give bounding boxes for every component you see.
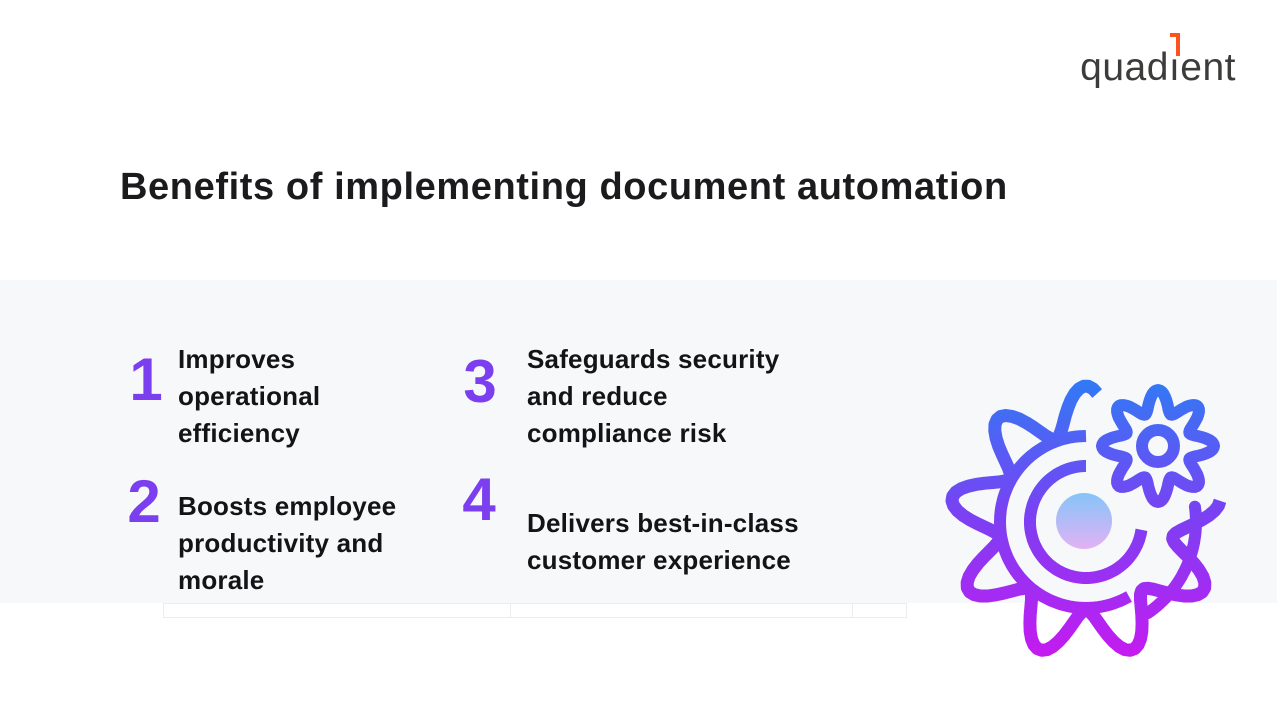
logo-letter-i: ı <box>1169 33 1180 90</box>
page-title: Benefits of implementing document automa… <box>120 166 1008 208</box>
benefit-number-1: 1 <box>129 346 163 413</box>
right-arc <box>1141 500 1203 620</box>
benefit-text-3: Safeguards security and reduce complianc… <box>527 344 780 448</box>
center-gradient-dot <box>1056 493 1112 549</box>
table-column-divider <box>852 604 853 617</box>
table-column-divider <box>510 604 511 617</box>
table-row-edge <box>163 603 907 618</box>
logo-text-end: ent <box>1180 46 1236 89</box>
small-gear-outline <box>1096 384 1220 508</box>
gears-icon <box>945 379 1227 657</box>
benefit-number-3: 3 <box>463 348 497 415</box>
benefit-number-2: 2 <box>127 468 161 535</box>
logo-text-start: quad <box>1080 46 1169 89</box>
benefit-text-4: Delivers best-in-class customer experien… <box>527 508 799 575</box>
benefit-text-1: Improves operational efficiency <box>178 344 321 448</box>
logo-orange-corner-icon <box>1169 33 1180 56</box>
benefit-number-4: 4 <box>462 466 496 533</box>
inner-arc-outer <box>993 430 1132 615</box>
benefit-text-2: Boosts employee productivity and morale <box>178 491 397 595</box>
inner-arc-inner <box>1024 460 1148 584</box>
small-gear-ring <box>1136 424 1180 468</box>
